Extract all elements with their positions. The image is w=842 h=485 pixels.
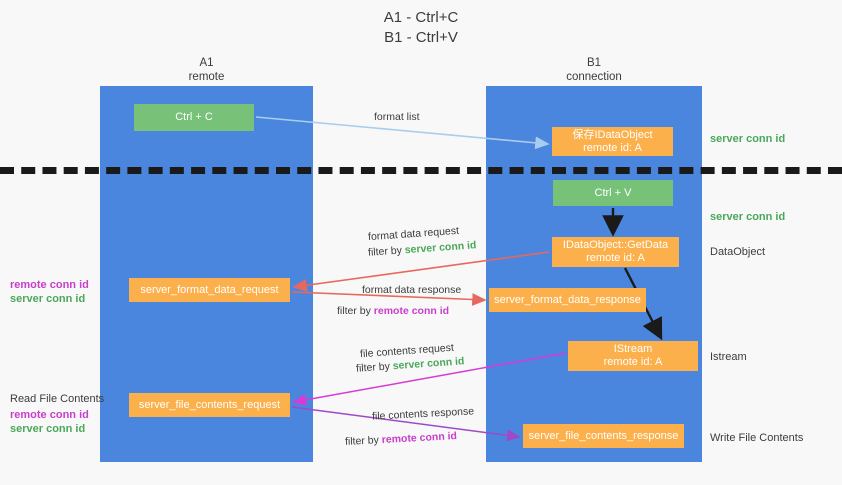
filter-prefix: filter by — [367, 244, 406, 259]
box-ctrl-v[interactable]: Ctrl + V — [553, 180, 673, 206]
page-title: A1 - Ctrl+C B1 - Ctrl+V — [383, 9, 459, 46]
label-server-conn-id-mid: server conn id — [710, 211, 786, 223]
label-read-file-contents: Read File Contents — [10, 393, 105, 405]
label-server-conn-id-top: server conn id — [710, 133, 786, 145]
lane-header-a1: A1 remote — [188, 57, 225, 83]
arrow-label-file-contents-response-filter: filter by remote conn id — [345, 430, 458, 449]
phase-divider — [0, 167, 842, 174]
box-server-file-contents-response[interactable]: server_file_contents_response — [523, 424, 684, 448]
box-istream[interactable]: IStream remote id: A — [568, 341, 698, 371]
label-format-server-conn-id: server conn id — [10, 293, 86, 305]
box-server-file-contents-request[interactable]: server_file_contents_request — [129, 393, 290, 417]
arrow-label-format-data-response-filter: filter by remote conn id — [337, 305, 449, 318]
label-file-remote-conn-id: remote conn id — [10, 409, 89, 421]
arrow-label-format-list: format list — [374, 111, 420, 123]
box-save-idataobject[interactable]: 保存IDataObject remote id: A — [552, 127, 673, 156]
label-file-server-conn-id: server conn id — [10, 423, 86, 435]
box-server-format-data-request[interactable]: server_format_data_request — [129, 278, 290, 302]
box-ctrl-c[interactable]: Ctrl + C — [134, 104, 254, 131]
label-group-format-conn-ids: remote conn id server conn id — [10, 278, 89, 306]
label-format-remote-conn-id: remote conn id — [10, 279, 89, 291]
arrow-label-format-data-response: format data response — [362, 284, 462, 296]
filter-prefix: filter by — [344, 434, 383, 448]
filter-key: remote conn id — [381, 430, 458, 446]
arrow-label-file-contents-response: file contents response — [371, 405, 475, 423]
box-idataobject-getdata[interactable]: IDataObject::GetData remote id: A — [552, 237, 679, 267]
lane-header-b1: B1 connection — [566, 57, 622, 83]
filter-key: remote conn id — [373, 305, 450, 317]
filter-key: server conn id — [404, 239, 477, 257]
label-write-file-contents: Write File Contents — [710, 432, 804, 444]
filter-prefix: filter by — [337, 305, 374, 317]
box-server-format-data-response[interactable]: server_format_data_response — [489, 288, 646, 312]
label-group-file-conn-ids: Read File Contents remote conn id server… — [10, 392, 104, 436]
label-istream: Istream — [710, 351, 747, 363]
label-dataobject: DataObject — [710, 246, 766, 258]
filter-prefix: filter by — [355, 360, 394, 375]
